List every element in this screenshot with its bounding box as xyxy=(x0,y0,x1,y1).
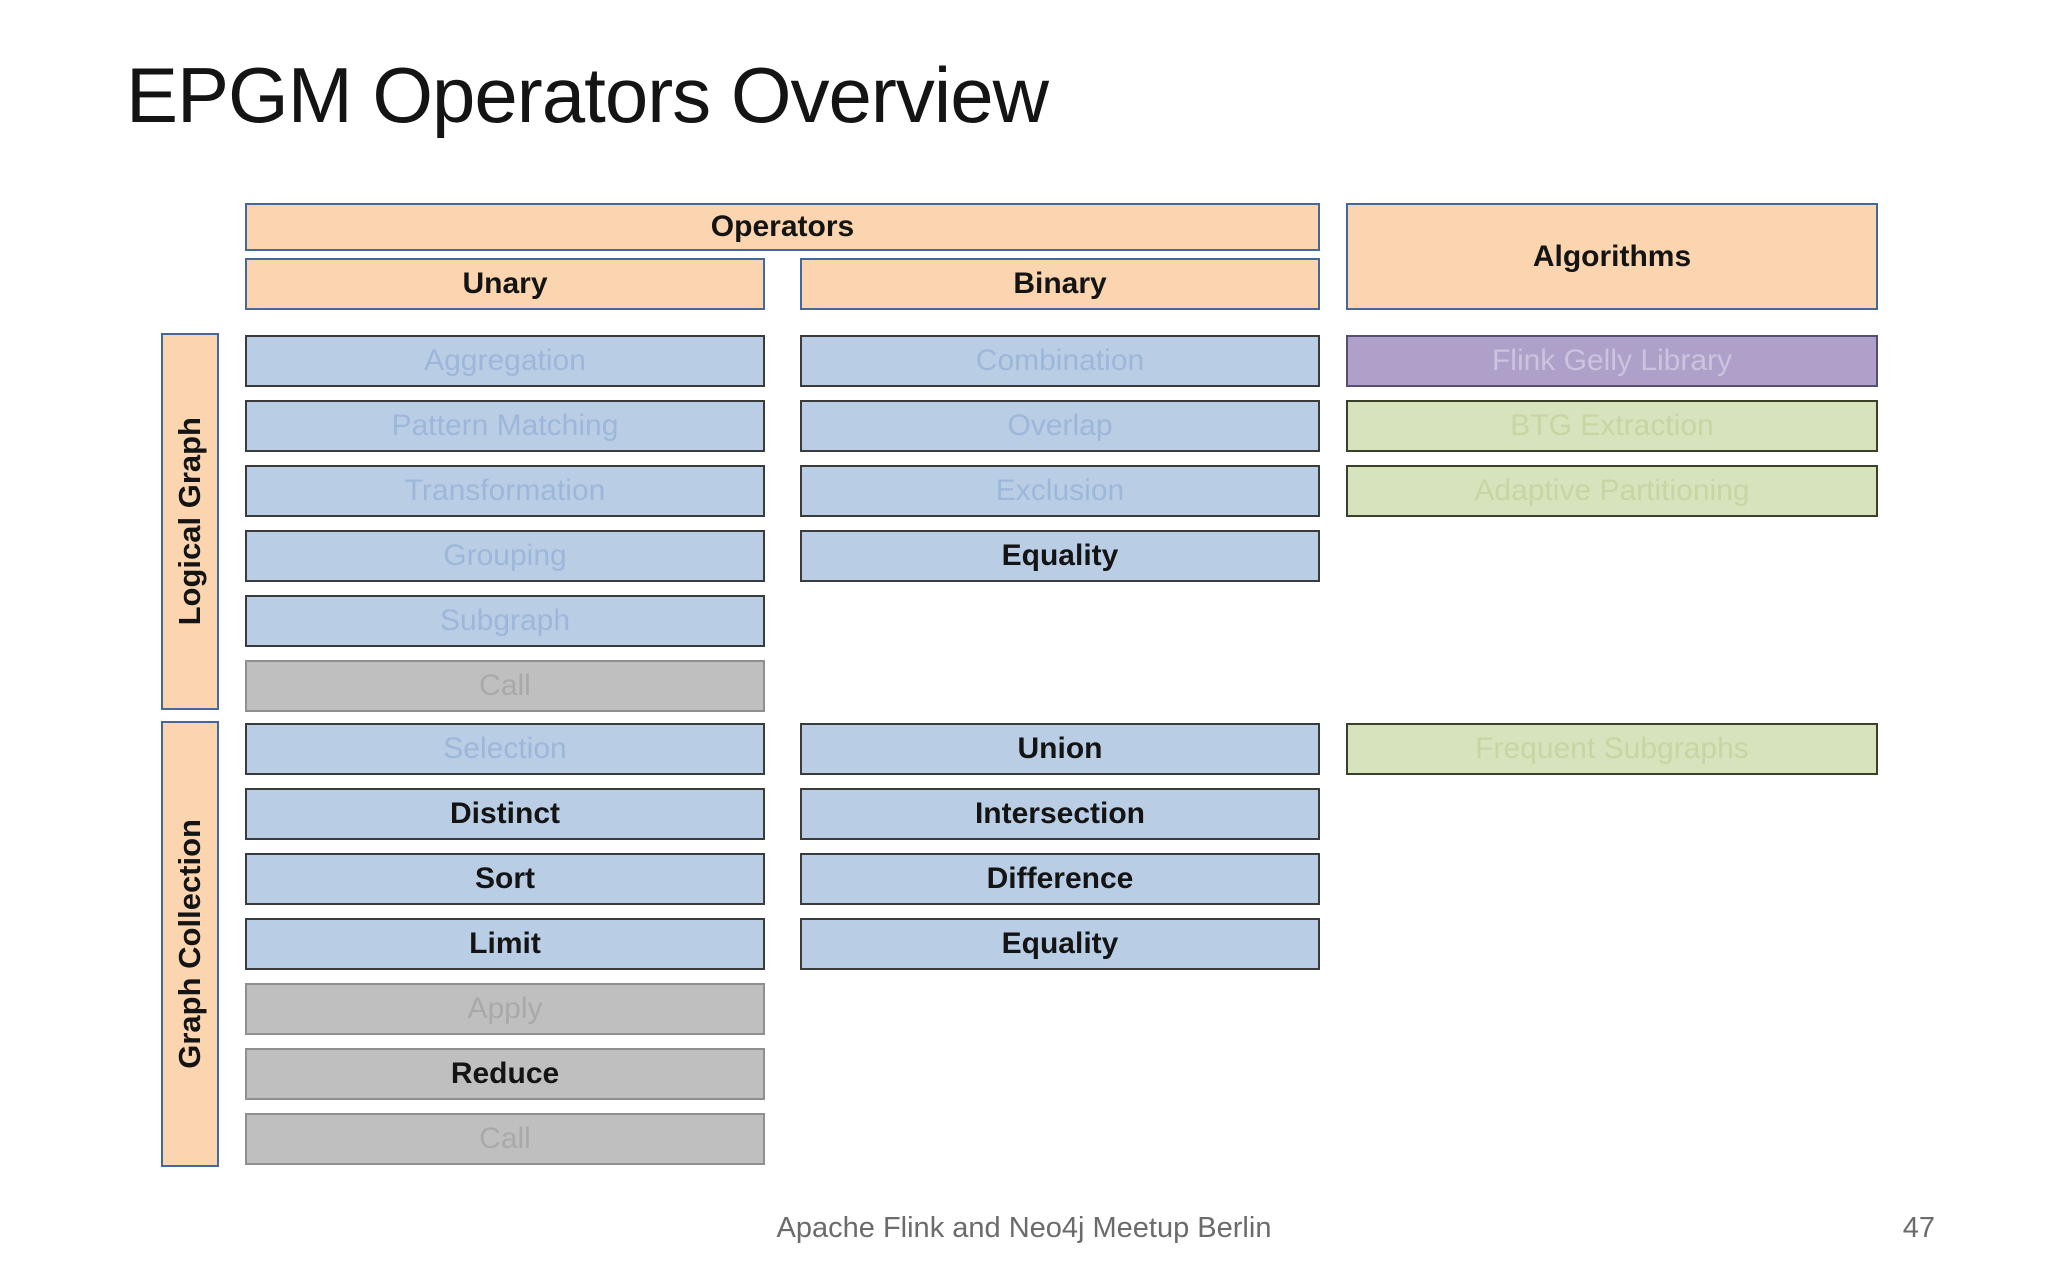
header-unary: Unary xyxy=(245,258,765,310)
box-combination: Combination xyxy=(800,335,1320,387)
box-distinct: Distinct xyxy=(245,788,765,840)
section-label-text: Logical Graph xyxy=(172,417,207,626)
header-algorithms: Algorithms xyxy=(1346,203,1878,310)
box-btg-extraction: BTG Extraction xyxy=(1346,400,1878,452)
column-collection-binary: Union Intersection Difference Equality xyxy=(800,723,1320,970)
column-logical-algorithms: Flink Gelly Library BTG Extraction Adapt… xyxy=(1346,335,1878,517)
box-adaptive-partitioning: Adaptive Partitioning xyxy=(1346,465,1878,517)
footer-text: Apache Flink and Neo4j Meetup Berlin xyxy=(776,1212,1272,1244)
box-equality-collection: Equality xyxy=(800,918,1320,970)
box-sort: Sort xyxy=(245,853,765,905)
column-logical-unary: Aggregation Pattern Matching Transformat… xyxy=(245,335,765,712)
section-label-text: Graph Collection xyxy=(172,819,207,1069)
box-exclusion: Exclusion xyxy=(800,465,1320,517)
box-transformation: Transformation xyxy=(245,465,765,517)
box-subgraph: Subgraph xyxy=(245,595,765,647)
box-intersection: Intersection xyxy=(800,788,1320,840)
box-apply: Apply xyxy=(245,983,765,1035)
box-difference: Difference xyxy=(800,853,1320,905)
column-collection-algorithms: Frequent Subgraphs xyxy=(1346,723,1878,775)
column-logical-binary: Combination Overlap Exclusion Equality xyxy=(800,335,1320,582)
box-flink-gelly-library: Flink Gelly Library xyxy=(1346,335,1878,387)
header-binary: Binary xyxy=(800,258,1320,310)
box-union: Union xyxy=(800,723,1320,775)
header-operators: Operators xyxy=(245,203,1320,251)
section-label-logical-graph: Logical Graph xyxy=(161,333,219,710)
page-title: EPGM Operators Overview xyxy=(126,51,1049,139)
box-limit: Limit xyxy=(245,918,765,970)
box-pattern-matching: Pattern Matching xyxy=(245,400,765,452)
column-collection-unary: Selection Distinct Sort Limit Apply Redu… xyxy=(245,723,765,1165)
box-aggregation: Aggregation xyxy=(245,335,765,387)
box-reduce: Reduce xyxy=(245,1048,765,1100)
box-equality-logical: Equality xyxy=(800,530,1320,582)
box-selection: Selection xyxy=(245,723,765,775)
section-label-graph-collection: Graph Collection xyxy=(161,721,219,1167)
page-number: 47 xyxy=(1902,1212,1935,1244)
box-call-collection: Call xyxy=(245,1113,765,1165)
box-frequent-subgraphs: Frequent Subgraphs xyxy=(1346,723,1878,775)
box-call-logical: Call xyxy=(245,660,765,712)
box-overlap: Overlap xyxy=(800,400,1320,452)
box-grouping: Grouping xyxy=(245,530,765,582)
